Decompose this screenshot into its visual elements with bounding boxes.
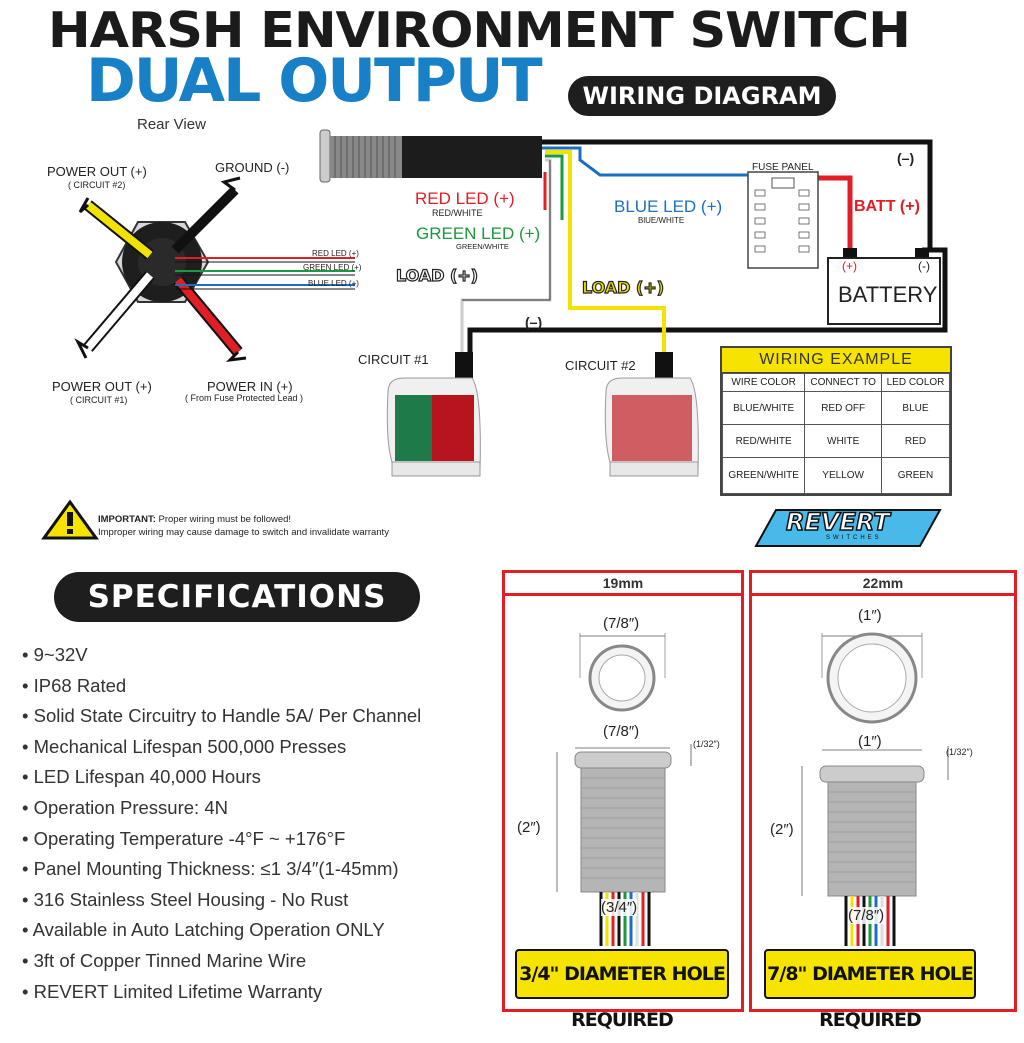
brand-logo-text: REVERT: [785, 507, 890, 537]
warning-important: IMPORTANT:: [98, 514, 156, 525]
table-cell: GREEN: [880, 457, 951, 494]
power-out-2-label: POWER OUT (+): [47, 164, 147, 179]
rear-red-led-label: RED LED (+): [312, 249, 359, 258]
spec-item: 316 Stainless Steel Housing - No Rust: [22, 885, 421, 916]
table-cell: RED OFF: [804, 391, 882, 425]
length-label: (2″): [770, 821, 794, 838]
hole-19mm-requirement: 3/4" DIAMETER HOLE REQUIRED: [515, 949, 729, 1031]
table-cell: BLUE/WHITE: [721, 391, 806, 425]
rear-blue-led-label: BLUE LED (+): [308, 279, 359, 288]
table-cell: YELLOW: [804, 457, 882, 494]
wiring-diagram-badge: WIRING DIAGRAM: [568, 76, 836, 116]
batt-plus-label: BATT (+): [854, 198, 920, 215]
switch-22mm-drawing: [801, 632, 949, 946]
table-header: CONNECT TO: [804, 373, 882, 392]
bezel-diameter-label: (7/8″): [603, 723, 640, 740]
table-cell: RED/WHITE: [721, 424, 806, 458]
circuit-1-label: CIRCUIT #1: [358, 352, 429, 367]
blue-led-label: BLUE LED (+): [614, 197, 723, 216]
spec-item: 3ft of Copper Tinned Marine Wire: [22, 946, 421, 977]
hole-22mm-requirement: 7/8" DIAMETER HOLE REQUIRED: [764, 949, 976, 1031]
spec-item: IP68 Rated: [22, 671, 421, 702]
spec-item: Solid State Circuitry to Handle 5A/ Per …: [22, 701, 422, 732]
table-row: GREEN/WHITE YELLOW GREEN: [721, 457, 951, 494]
spec-item: Operating Temperature -4°F ~ +176°F: [22, 824, 421, 855]
wiring-diagram: [41, 129, 948, 547]
spec-item: Panel Mounting Thickness: ≤1 3/4″(1-45mm…: [22, 854, 421, 885]
power-out-1-label: POWER OUT (+): [52, 379, 152, 394]
green-led-sublabel: GREEN/WHITE: [456, 242, 509, 251]
load-1-label: LOAD (+): [395, 265, 479, 285]
thread-diameter-label: (3/4″): [601, 899, 638, 916]
page-title: HARSH ENVIRONMENT SWITCH: [48, 2, 911, 59]
circuit-2-light: [604, 352, 699, 477]
red-led-sublabel: RED/WHITE: [432, 208, 483, 218]
hole-19mm-size: 19mm: [505, 573, 741, 596]
switch-body: [319, 129, 542, 183]
table-row: RED/WHITE WHITE RED: [721, 424, 951, 458]
blue-led-sublabel: BlUE/WHITE: [638, 216, 685, 225]
warning-icon: [41, 499, 99, 540]
battery-minus-label: (-): [918, 259, 930, 273]
face-diameter-label: (7/8″): [603, 615, 640, 632]
circuit-2-label: CIRCUIT #2: [565, 358, 636, 373]
face-diameter-label: (1″): [858, 607, 882, 624]
fuse-panel-label: FUSE PANEL: [752, 162, 814, 173]
spec-item: Operation Pressure: 4N: [22, 793, 421, 824]
green-led-label: GREEN LED (+): [416, 224, 541, 243]
warning-line-2: Improper wiring may cause damage to swit…: [98, 527, 389, 538]
power-in-sublabel: ( From Fuse Protected Lead ): [185, 393, 304, 403]
battery: [827, 257, 941, 325]
ground-minus-mid-label: (–): [525, 314, 543, 330]
spec-item: Mechanical Lifespan 500,000 Presses: [22, 732, 421, 763]
battery-plus-label: (+): [842, 259, 857, 273]
table-row: BLUE/WHITE RED OFF BLUE: [721, 391, 951, 425]
ground-label: GROUND (-): [215, 160, 290, 175]
length-label: (2″): [517, 819, 541, 836]
spec-item: REVERT Limited Lifetime Warranty: [22, 977, 421, 1008]
brand-logo-sub: SWITCHES: [826, 535, 882, 541]
spec-item: 9~32V: [22, 640, 421, 671]
hole-22mm-panel: 22mm (1″) (1″) (1/32: [749, 570, 1017, 1031]
switch-19mm-drawing: [556, 633, 692, 946]
fuse-panel: [747, 171, 819, 269]
specifications-title: SPECIFICATIONS: [54, 572, 420, 622]
rear-view-caption: Rear View: [137, 116, 206, 133]
warning-line-1: Proper wiring must be followed!: [158, 514, 292, 525]
circuit-1-light: [386, 352, 481, 477]
revert-logo: [754, 509, 942, 547]
table-cell: RED: [880, 424, 951, 458]
ground-minus-top-label: (–): [897, 150, 915, 166]
thread-diameter-label: (7/8″): [848, 907, 885, 924]
power-out-2-sublabel: ( CIRCUIT #2): [68, 180, 126, 190]
spec-item: LED Lifespan 40,000 Hours: [22, 762, 421, 793]
red-led-label: RED LED (+): [415, 189, 515, 208]
wiring-example-title: WIRING EXAMPLE: [722, 348, 950, 373]
load-2-label: LOAD (+): [581, 277, 665, 297]
table-cell: BLUE: [880, 391, 951, 425]
rear-green-led-label: GREEN LED (+): [303, 263, 362, 272]
wiring-example-table: WIRING EXAMPLE WIRE COLOR CONNECT TO LED…: [720, 346, 952, 496]
bezel-diameter-label: (1″): [858, 733, 882, 750]
hole-19mm-panel: 19mm (7/8″) (7/: [502, 570, 744, 1031]
power-out-1-sublabel: ( CIRCUIT #1): [70, 395, 128, 405]
power-in-label: POWER IN (+): [207, 379, 293, 394]
bezel-thickness-label: (1/32″): [946, 747, 973, 757]
spec-item: Available in Auto Latching Operation ONL…: [22, 915, 421, 946]
warning-text: IMPORTANT: Proper wiring must be followe…: [98, 513, 389, 539]
hole-22mm-size: 22mm: [752, 573, 1014, 596]
table-cell: GREEN/WHITE: [721, 457, 806, 494]
table-header: LED COLOR: [880, 373, 951, 392]
bezel-thickness-label: (1/32″): [693, 739, 720, 749]
table-header: WIRE COLOR: [721, 373, 806, 392]
specifications-list: 9~32V IP68 Rated Solid State Circuitry t…: [22, 640, 422, 1008]
battery-label: BATTERY: [838, 282, 938, 307]
table-cell: WHITE: [804, 424, 882, 458]
page-subtitle: DUAL OUTPUT: [86, 46, 543, 116]
